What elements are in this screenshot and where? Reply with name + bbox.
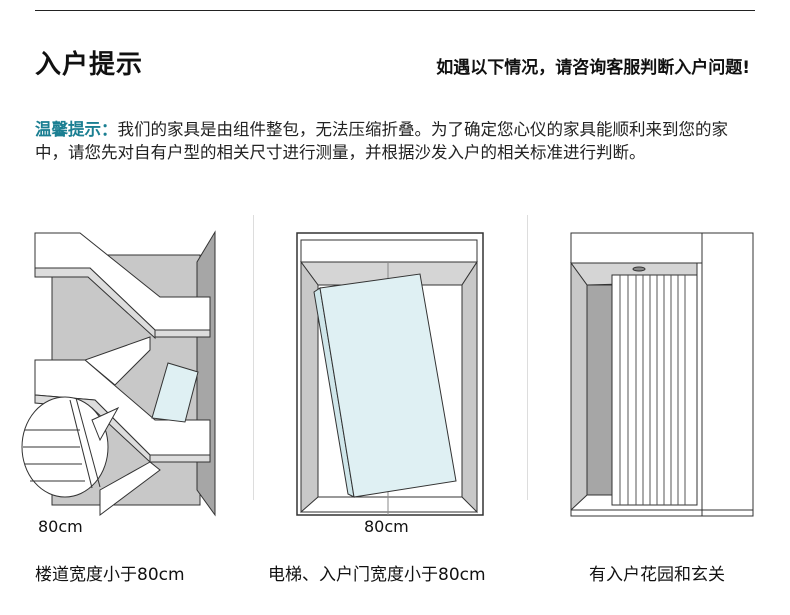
page-subtitle: 如遇以下情况，请咨询客服判断入户问题! (436, 58, 750, 78)
top-divider (35, 10, 755, 11)
elevator-width-label: 80cm (364, 517, 409, 536)
notice-label: 温馨提示： (35, 120, 118, 139)
stairway-width-label: 80cm (38, 517, 83, 536)
stairway-illustration (21, 230, 216, 517)
column-divider (253, 215, 254, 500)
notice-paragraph: 温馨提示：我们的家具是由组件整包，无法压缩折叠。为了确定您心仪的家具能顺利来到您… (35, 118, 755, 164)
caption-stairway: 楼道宽度小于80cm (35, 565, 185, 585)
caption-entrance: 有入户花园和玄关 (589, 565, 725, 585)
column-divider (527, 215, 528, 500)
notice-text: 我们的家具是由组件整包，无法压缩折叠。为了确定您心仪的家具能顺利来到您的家中，请… (35, 120, 728, 162)
page-title: 入户提示 (35, 50, 144, 80)
caption-elevator: 电梯、入户门宽度小于80cm (268, 565, 486, 585)
entrance-garden-illustration (570, 232, 754, 517)
elevator-door-illustration (296, 232, 484, 516)
